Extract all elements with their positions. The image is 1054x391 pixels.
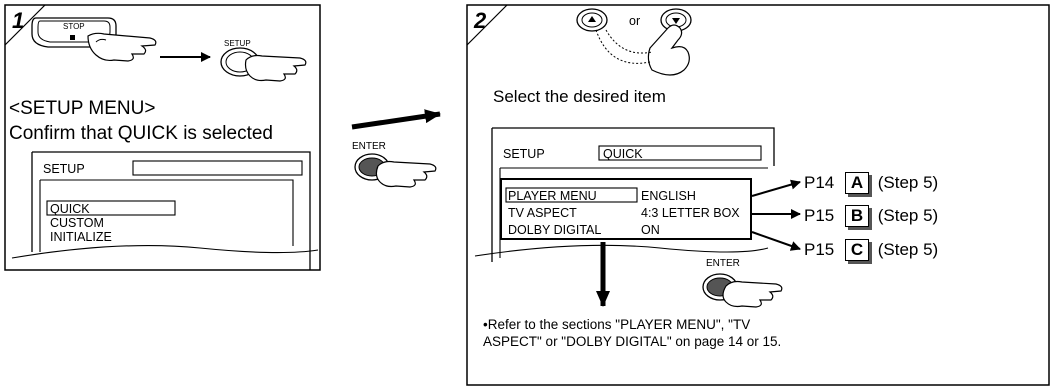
ref-step: (Step 5) (877, 173, 939, 192)
ref-page: P15 (804, 206, 835, 225)
pressing-finger-icon (375, 160, 437, 188)
ref-letter-box: A (844, 172, 869, 194)
ref-row-c: P15 C (Step 5) (804, 239, 938, 261)
stop-key-label: STOP (63, 22, 85, 31)
row-player-menu-item: PLAYER MENU (508, 189, 597, 203)
step2-instruction: Select the desired item (493, 87, 666, 106)
pressing-finger-icon (244, 54, 307, 82)
step1-number: 1 (12, 8, 25, 33)
step2-number: 2 (474, 8, 487, 33)
row-player-menu-value: ENGLISH (641, 189, 696, 203)
ref-row-b: P15 B (Step 5) (804, 205, 938, 227)
step2-panel (466, 4, 1050, 386)
reference-note: •Refer to the sections "PLAYER MENU", "T… (483, 317, 782, 349)
row-tv-aspect-value: 4:3 LETTER BOX (641, 206, 740, 220)
step1-instruction: Confirm that QUICK is selected (9, 123, 273, 144)
step1-screen-title: SETUP (43, 162, 85, 176)
menu-item-quick: QUICK (50, 202, 90, 216)
step1-panel (4, 4, 321, 271)
flow-arrow (351, 109, 441, 130)
ref-page: P15 (804, 240, 835, 259)
ref-letter-box: B (844, 205, 869, 227)
enter-key-label: ENTER (352, 141, 386, 152)
row-tv-aspect-item: TV ASPECT (508, 206, 577, 220)
arrow-to-p15-c (751, 231, 801, 251)
enter-key-label: ENTER (706, 258, 740, 269)
ref-step: (Step 5) (877, 206, 939, 225)
ref-letter-box: C (844, 239, 869, 261)
step2-screen-title: SETUP (503, 147, 545, 161)
step1-tv-screen (11, 151, 319, 270)
or-text: or (629, 14, 641, 28)
step2-tv-screen (474, 127, 775, 262)
setup-key-label: SETUP (224, 39, 251, 48)
up-button-icon (576, 8, 608, 32)
ref-step: (Step 5) (877, 240, 939, 259)
ref-page: P14 (804, 173, 835, 192)
pressing-finger-icon (87, 32, 157, 62)
pointing-finger-icon (595, 24, 690, 76)
ref-row-a: P14 A (Step 5) (804, 172, 938, 194)
menu-item-custom: CUSTOM (50, 216, 104, 230)
row-dolby-digital-value: ON (641, 223, 660, 237)
setup-menu-heading: <SETUP MENU> (9, 98, 156, 119)
step2-screen-mode: QUICK (603, 147, 643, 161)
pressing-finger-icon (722, 280, 783, 308)
row-dolby-digital-item: DOLBY DIGITAL (508, 223, 602, 237)
arrow-to-p14 (751, 179, 801, 197)
menu-item-initialize: INITIALIZE (50, 230, 112, 244)
